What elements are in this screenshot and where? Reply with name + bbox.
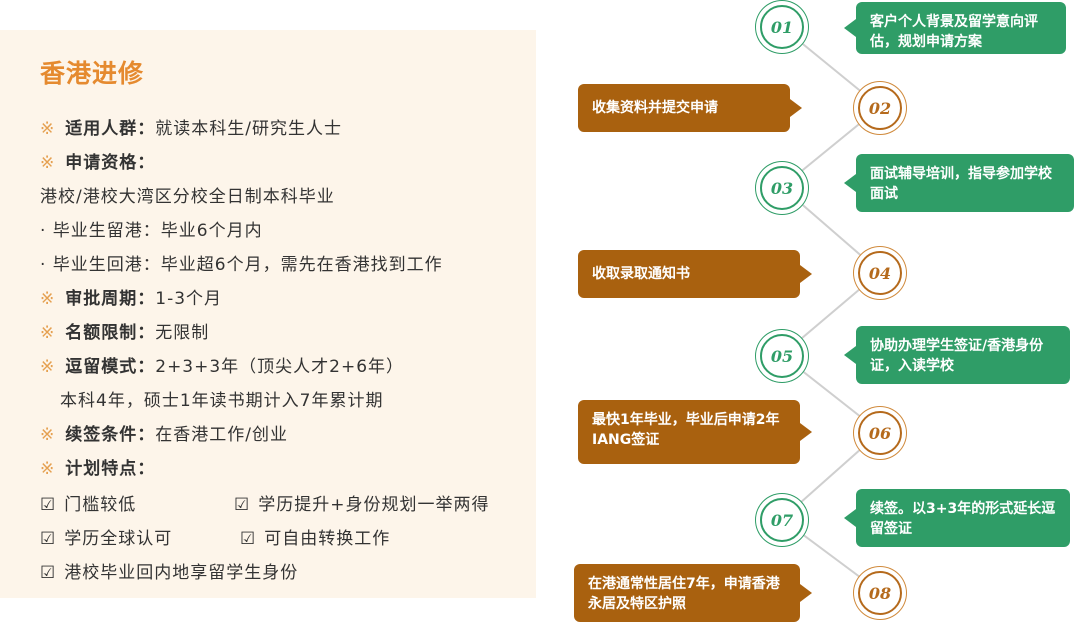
step-07-text: 续签。以3+3年的形式延长逗留签证 xyxy=(844,489,1070,547)
reference-mark-icon: ※ xyxy=(40,459,56,479)
audience-row: ※ 适用人群：就读本科生/研究生人士 xyxy=(40,114,342,139)
renewal-value: 在香港工作/创业 xyxy=(155,425,288,445)
feature-item: ☑学历全球认可 xyxy=(40,529,173,549)
reference-mark-icon: ※ xyxy=(40,119,56,139)
renewal-label: 续签条件： xyxy=(65,425,156,445)
audience-value: 就读本科生/研究生人士 xyxy=(155,119,342,139)
reference-mark-icon: ※ xyxy=(40,425,56,445)
checkbox-checked-icon: ☑ xyxy=(40,529,57,549)
step-03-badge: 03 xyxy=(760,166,804,210)
eligibility-row: ※ 申请资格： xyxy=(40,148,155,173)
step-04-text: 收取录取通知书 xyxy=(578,250,812,298)
audience-label: 适用人群： xyxy=(65,119,156,139)
feature-item: ☑学历提升+身份规划一举两得 xyxy=(234,495,490,515)
renewal-row: ※ 续签条件：在香港工作/创业 xyxy=(40,420,288,445)
step-08-text: 在港通常性居住7年，申请香港永居及特区护照 xyxy=(574,564,812,622)
step-07-badge: 07 xyxy=(760,498,804,542)
step-05-text: 协助办理学生签证/香港身份证，入读学校 xyxy=(844,326,1070,384)
reference-mark-icon: ※ xyxy=(40,357,56,377)
step-06-badge: 06 xyxy=(858,411,902,455)
stay-label: 逗留模式： xyxy=(65,357,156,377)
eligibility-line: 港校/港校大湾区分校全日制本科毕业 xyxy=(40,187,335,207)
step-05-badge: 05 xyxy=(760,334,804,378)
eligibility-line: · 毕业生回港：毕业超6个月，需先在香港找到工作 xyxy=(40,255,443,275)
stay-row: ※ 逗留模式：2+3+3年（顶尖人才2+6年） xyxy=(40,352,404,377)
checkbox-checked-icon: ☑ xyxy=(234,495,251,515)
features-label: 计划特点： xyxy=(65,459,156,479)
step-08-badge: 08 xyxy=(858,571,902,615)
checkbox-checked-icon: ☑ xyxy=(40,563,57,583)
step-04-badge: 04 xyxy=(858,251,902,295)
step-01-badge: 01 xyxy=(760,5,804,49)
step-06-text: 最快1年毕业，毕业后申请2年IANG签证 xyxy=(578,400,812,464)
step-03-text: 面试辅导培训，指导参加学校面试 xyxy=(844,154,1074,212)
step-01-text: 客户个人背景及留学意向评估，规划申请方案 xyxy=(844,2,1066,54)
quota-value: 无限制 xyxy=(155,323,210,343)
feature-item: ☑可自由转换工作 xyxy=(240,529,391,549)
quota-row: ※ 名额限制：无限制 xyxy=(40,318,209,343)
info-panel: 香港进修 ※ 适用人群：就读本科生/研究生人士 ※ 申请资格： 港校/港校大湾区分校… xyxy=(0,30,536,598)
feature-item: ☑港校毕业回内地享留学生身份 xyxy=(40,563,299,583)
reference-mark-icon: ※ xyxy=(40,289,56,309)
step-02-badge: 02 xyxy=(858,86,902,130)
stay-note: 本科4年，硕士1年读书期计入7年累计期 xyxy=(60,391,384,411)
step-02-text: 收集资料并提交申请 xyxy=(578,84,802,132)
review-row: ※ 审批周期：1-3个月 xyxy=(40,284,222,309)
review-label: 审批周期： xyxy=(65,289,156,309)
reference-mark-icon: ※ xyxy=(40,153,56,173)
quota-label: 名额限制： xyxy=(65,323,156,343)
reference-mark-icon: ※ xyxy=(40,323,56,343)
stay-value: 2+3+3年（顶尖人才2+6年） xyxy=(155,357,405,377)
features-row: ※ 计划特点： xyxy=(40,454,155,479)
review-value: 1-3个月 xyxy=(155,289,223,309)
process-flow: 01 客户个人背景及留学意向评估，规划申请方案 02 收集资料并提交申请 03 … xyxy=(560,0,1080,624)
feature-item: ☑门槛较低 xyxy=(40,495,137,515)
panel-title: 香港进修 xyxy=(40,59,145,88)
eligibility-label: 申请资格： xyxy=(65,153,156,173)
checkbox-checked-icon: ☑ xyxy=(240,529,257,549)
checkbox-checked-icon: ☑ xyxy=(40,495,57,515)
eligibility-line: · 毕业生留港：毕业6个月内 xyxy=(40,221,263,241)
